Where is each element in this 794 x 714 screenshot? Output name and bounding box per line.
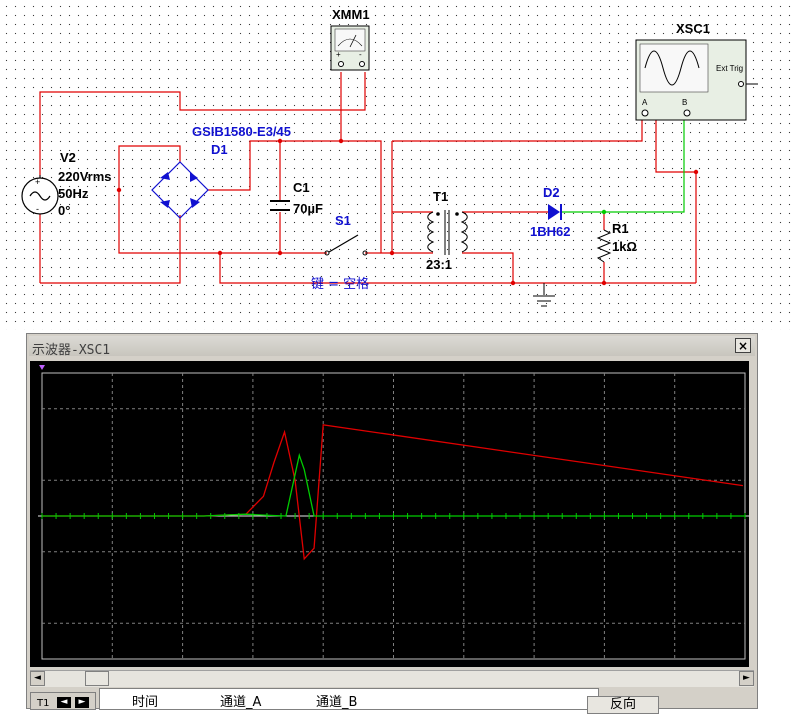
cursor-t1-label: T1 (37, 698, 50, 709)
diode-part: 1BH62 (530, 224, 570, 239)
trace-channel-a (42, 424, 743, 561)
schematic-drawing: + - (21, 7, 758, 307)
oscilloscope-symbol[interactable] (635, 39, 758, 121)
transformer-symbol[interactable] (427, 210, 468, 255)
oscilloscope-ch-b: B (682, 98, 687, 107)
bridge-rectifier-symbol[interactable] (151, 161, 209, 219)
window-title: 示波器-XSC1 (32, 343, 111, 358)
ground-symbol (533, 283, 555, 307)
close-button[interactable]: × (735, 338, 751, 353)
channel-b-wire (560, 113, 685, 213)
oscilloscope-ext-trig: Ext Trig (716, 64, 743, 73)
source-ref: V2 (60, 150, 76, 165)
oscilloscope-ref: XSC1 (676, 21, 710, 36)
capacitor-symbol[interactable] (270, 200, 290, 211)
diode-ref: D2 (543, 185, 560, 200)
multimeter-minus: - (359, 50, 362, 59)
trigger-marker-icon (39, 365, 45, 370)
source-voltage: 220Vrms (58, 169, 112, 184)
cursor-right-button[interactable]: ► (75, 697, 89, 708)
reverse-button[interactable]: 反向 (587, 696, 659, 714)
multimeter-ref: XMM1 (332, 7, 370, 22)
readout-table: 时间 通道_A 通道_B (99, 688, 599, 710)
switch-key-hint: 键 = 空格 (311, 276, 369, 292)
svg-text:-: - (36, 204, 39, 214)
svg-text:+: + (35, 177, 40, 187)
junctions (116, 138, 699, 286)
transformer-ratio: 23:1 (426, 257, 452, 272)
diode-symbol[interactable] (548, 204, 562, 220)
oscilloscope-screen[interactable] (30, 361, 749, 667)
oscilloscope-window[interactable]: 示波器-XSC1 × ◄ ► T1 ◄ ► 时间 通道_A 通道_B 反向 (26, 333, 758, 714)
ac-source-symbol[interactable]: + - (21, 175, 59, 215)
trace-channel-b (42, 452, 745, 517)
scroll-left-button[interactable]: ◄ (30, 671, 45, 686)
plot-traces (42, 424, 745, 561)
source-phase: 0° (58, 203, 70, 218)
col-channel-b-header: 通道_B (316, 695, 358, 710)
horizontal-scrollbar[interactable]: ◄ ► (30, 670, 754, 687)
resistor-value: 1kΩ (612, 239, 637, 254)
col-channel-a-header: 通道_A (220, 695, 262, 710)
wires (39, 72, 697, 284)
capacitor-ref: C1 (293, 180, 310, 195)
transformer-ref: T1 (433, 189, 448, 204)
col-time-header: 时间 (132, 695, 159, 710)
multimeter-symbol[interactable] (330, 25, 370, 71)
waveform-plot (38, 365, 749, 660)
cursor-t1-box: T1 ◄ ► (30, 692, 96, 710)
bridge-part: GSIB1580-E3/45 (192, 124, 291, 139)
readout-panel: T1 ◄ ► 时间 通道_A 通道_B 反向 (27, 688, 757, 714)
switch-symbol[interactable] (324, 234, 368, 256)
circuit-schematic[interactable]: + - (0, 0, 794, 330)
scroll-thumb[interactable] (85, 671, 109, 686)
scroll-right-button[interactable]: ► (739, 671, 754, 686)
bridge-ref: D1 (211, 142, 228, 157)
multimeter-plus: + (336, 50, 341, 59)
capacitor-value: 70µF (293, 201, 323, 216)
oscilloscope-ch-a: A (642, 98, 648, 107)
window-titlebar[interactable]: 示波器-XSC1 × (29, 336, 755, 358)
source-freq: 50Hz (58, 186, 89, 201)
switch-ref: S1 (335, 213, 351, 228)
resistor-ref: R1 (612, 221, 629, 236)
cursor-left-button[interactable]: ◄ (57, 697, 71, 708)
resistor-symbol[interactable] (596, 229, 612, 263)
